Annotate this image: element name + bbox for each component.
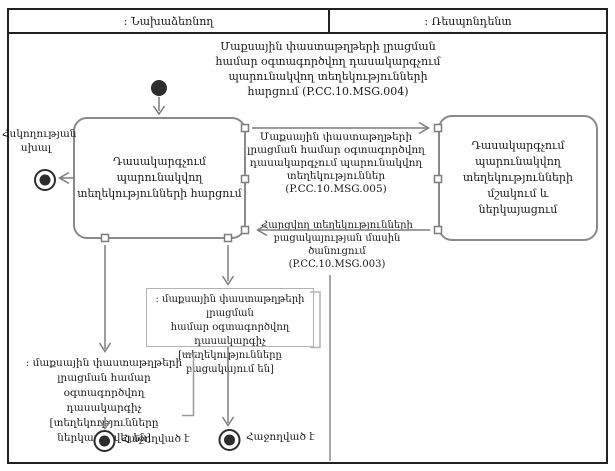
lane-header-respondent: : Ռեսպոնդենտ [328, 8, 608, 34]
flow-label-msg004: Մաքսային փաստաթղթերի լրացման համար օգտագ… [215, 40, 441, 98]
flow-label-msg005: Մաքսային փաստաթղթերի լրացման համար օգտագ… [247, 131, 425, 195]
control-error-label: Հսկողության սխալ [2, 128, 77, 154]
lane-header-respondent-label: : Ռեսպոնդենտ [424, 14, 512, 28]
flow-label-msg003: Հարցվող տեղեկությունների բացակայության մ… [261, 220, 413, 270]
activity-initiator-query: Դասակարգչում պարունակվող տեղեկություններ… [73, 117, 246, 239]
success-label-left: Հաջողված է [121, 433, 190, 445]
lane-header-initiator: : Նախաձեռնող [7, 8, 330, 34]
lane-header-initiator-label: : Նախաձեռնող [123, 14, 214, 28]
object-node-classifier-absent: : մաքսային փաստաթղթերի լրացման համար օգտ… [146, 288, 314, 375]
success-label-right: Հաջողված է [246, 431, 315, 443]
activity-respondent-processing: Դասակարգչում պարունակվող տեղեկություններ… [438, 115, 598, 241]
